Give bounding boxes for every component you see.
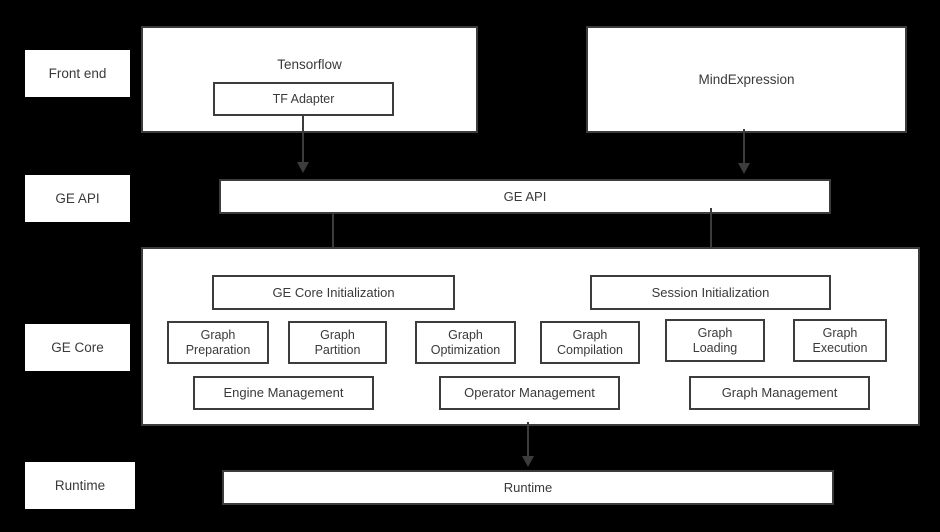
arrow-head-icon [738,163,750,174]
stage-label-ge-api-text: GE API [55,190,100,206]
engine-management-node[interactable]: Engine Management [193,376,374,410]
graph-optimization-line2: Optimization [430,342,501,357]
graph-optimization-node[interactable]: Graph Optimization [415,321,516,364]
stage-label-runtime-text: Runtime [54,477,106,493]
tf-adapter-label: TF Adapter [272,91,335,106]
graph-preparation-line2: Preparation [185,342,251,357]
ge-api-label: GE API [503,188,547,204]
tensorflow-panel: Tensorflow [141,26,478,133]
stage-label-runtime: Runtime [25,462,135,509]
mindexpression-panel: MindExpression [586,26,907,133]
graph-execution-line1: Graph [822,325,858,340]
stage-label-front-end: Front end [25,50,130,97]
graph-management-label: Graph Management [721,385,838,401]
graph-loading-line1: Graph [697,325,733,340]
graph-execution-node[interactable]: Graph Execution [793,319,887,362]
connector-line [743,129,745,165]
stage-label-front-end-text: Front end [48,65,107,81]
session-initialization-node[interactable]: Session Initialization [590,275,831,310]
session-initialization-label: Session Initialization [651,284,770,300]
graph-management-node[interactable]: Graph Management [689,376,870,410]
graph-loading-line2: Loading [692,340,738,355]
arrow-head-icon [522,456,534,467]
runtime-label: Runtime [503,479,553,495]
graph-loading-node[interactable]: Graph Loading [665,319,765,362]
graph-preparation-line1: Graph [200,327,236,342]
mindexpression-panel-title: MindExpression [698,72,795,87]
ge-api-node[interactable]: GE API [219,179,831,214]
engine-management-label: Engine Management [223,385,344,401]
graph-execution-line2: Execution [812,340,868,355]
graph-optimization-line1: Graph [448,327,483,342]
graph-partition-line1: Graph [320,327,355,342]
ge-core-initialization-label: GE Core Initialization [272,284,395,300]
graph-preparation-node[interactable]: Graph Preparation [167,321,269,364]
arrow-head-icon [297,162,309,173]
stage-label-ge-api: GE API [25,175,130,222]
runtime-node[interactable]: Runtime [222,470,834,505]
connector-line [710,208,712,262]
operator-management-node[interactable]: Operator Management [439,376,620,410]
tensorflow-panel-title: Tensorflow [277,57,342,72]
graph-compilation-line1: Graph [572,327,608,342]
operator-management-label: Operator Management [464,385,595,401]
graph-partition-node[interactable]: Graph Partition [288,321,387,364]
ge-core-initialization-node[interactable]: GE Core Initialization [212,275,455,310]
graph-partition-line2: Partition [314,342,361,357]
connector-line [332,214,334,262]
connector-line [302,116,304,164]
tf-adapter-node[interactable]: TF Adapter [213,82,394,116]
graph-compilation-node[interactable]: Graph Compilation [540,321,640,364]
graph-compilation-line2: Compilation [556,342,623,357]
stage-label-ge-core-text: GE Core [51,339,104,355]
stage-label-ge-core: GE Core [25,324,130,371]
connector-line [527,422,529,458]
